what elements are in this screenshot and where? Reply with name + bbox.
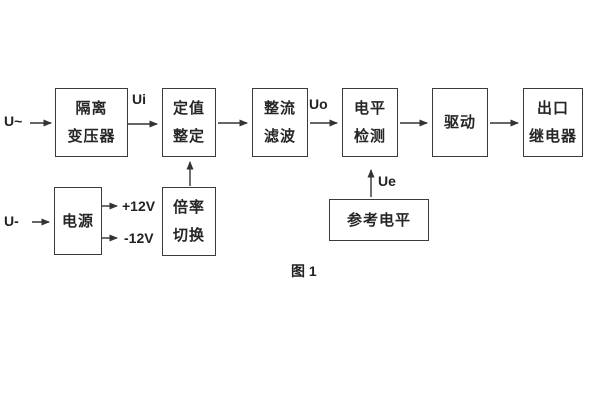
dc-input-label: U- bbox=[4, 213, 19, 229]
block-label-line: 电源 bbox=[61, 212, 94, 230]
block-label-line: 驱动 bbox=[443, 114, 476, 131]
signal-ui-label: Ui bbox=[132, 91, 146, 107]
block-output-relay: 出口 继电器 bbox=[523, 88, 583, 157]
block-label-line: 隔离 bbox=[75, 100, 108, 118]
block-label-line: 出口 bbox=[536, 100, 569, 118]
block-label-line: 整定 bbox=[172, 127, 205, 145]
block-label-line: 继电器 bbox=[528, 127, 577, 145]
signal-ue-label: Ue bbox=[378, 173, 396, 189]
block-power-supply: 电源 bbox=[54, 187, 102, 255]
block-value-setting: 定值 整定 bbox=[162, 88, 216, 157]
block-isolation-transformer: 隔离 变压器 bbox=[55, 88, 128, 157]
block-label-line: 电平 bbox=[353, 100, 386, 118]
block-label-line: 检测 bbox=[353, 127, 386, 145]
figure-caption: 图 1 bbox=[291, 263, 317, 279]
block-label-line: 切换 bbox=[172, 226, 205, 244]
ac-input-label: U~ bbox=[4, 113, 23, 129]
block-rectifier-filter: 整流 滤波 bbox=[252, 88, 308, 157]
plus12v-label: +12V bbox=[122, 198, 156, 214]
block-driver: 驱动 bbox=[432, 88, 488, 157]
signal-uo-label: Uo bbox=[309, 96, 328, 112]
block-label-line: 定值 bbox=[172, 100, 205, 118]
block-label-line: 整流 bbox=[263, 100, 296, 118]
block-ratio-switch: 倍率 切换 bbox=[162, 187, 216, 256]
block-label-line: 倍率 bbox=[172, 199, 205, 217]
block-label-line: 滤波 bbox=[263, 127, 296, 145]
block-reference-level: 参考电平 bbox=[329, 199, 429, 241]
block-level-detect: 电平 检测 bbox=[342, 88, 398, 157]
block-label-line: 参考电平 bbox=[346, 211, 411, 229]
minus12v-label: -12V bbox=[124, 230, 154, 246]
block-label-line: 变压器 bbox=[67, 127, 116, 145]
